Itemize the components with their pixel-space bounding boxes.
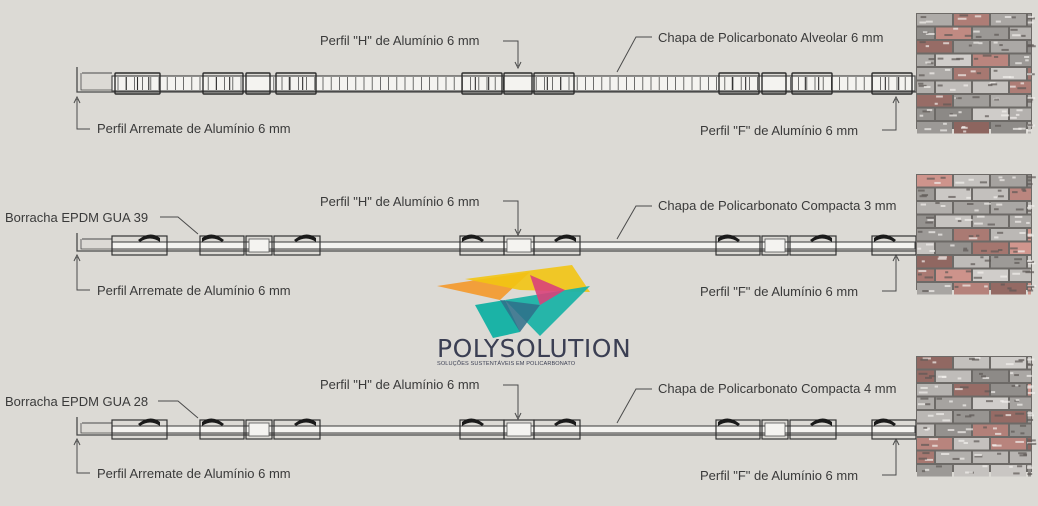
row2-section-profile-frame bbox=[715, 235, 761, 256]
row1-profile-box bbox=[761, 72, 787, 95]
leader-h bbox=[503, 40, 519, 66]
row3-section-gasket bbox=[294, 418, 316, 426]
row2-section-profile-frame bbox=[245, 235, 273, 256]
row3-section-profile-frame bbox=[273, 419, 321, 440]
row2-section-leader-gasket bbox=[160, 216, 199, 235]
row3-section-gasket bbox=[810, 418, 832, 426]
leader-sheet bbox=[616, 205, 652, 240]
row1-f-profile-label: Perfil "F" de Alumínio 6 mm bbox=[700, 123, 859, 138]
row3-section-profile-frame bbox=[111, 419, 168, 440]
row1-profile-box bbox=[503, 72, 533, 95]
row2-h-profile-label: Perfil "H" de Alumínio 6 mm bbox=[320, 194, 480, 209]
row1-profile-box bbox=[461, 72, 503, 95]
logo-tagline: SOLUÇÕES SUSTENTÁVEIS EM POLICARBONATO bbox=[437, 361, 576, 367]
row2-section-profile-frame bbox=[273, 235, 321, 256]
row2-section bbox=[73, 200, 918, 292]
leader-arremate bbox=[76, 441, 90, 474]
row3-section-profile-frame bbox=[715, 419, 761, 440]
row3-section-profile-frame bbox=[199, 419, 245, 440]
row3-section bbox=[73, 384, 918, 476]
row3-section-gasket bbox=[554, 418, 576, 426]
row3-section-gasket bbox=[138, 418, 160, 426]
row2-section-gasket bbox=[874, 234, 896, 242]
row3-sheet-label: Chapa de Policarbonato Compacta 4 mm bbox=[658, 381, 897, 396]
row1-h-profile-label: Perfil "H" de Alumínio 6 mm bbox=[320, 33, 480, 48]
row2-section-gasket bbox=[202, 234, 224, 242]
row2-section-profile-frame bbox=[111, 235, 168, 256]
leader-arremate bbox=[76, 99, 90, 130]
row3-section-gasket bbox=[718, 418, 740, 426]
row2-section-profile-frame bbox=[761, 235, 789, 256]
row1-profile-box bbox=[275, 72, 317, 95]
leader-sheet bbox=[616, 388, 652, 424]
leader-f bbox=[882, 441, 897, 476]
leader-h bbox=[503, 200, 519, 233]
leader-f bbox=[882, 99, 897, 131]
leader-arremate bbox=[76, 257, 90, 291]
row2-sheet-label: Chapa de Policarbonato Compacta 3 mm bbox=[658, 198, 897, 213]
polysolution-logo bbox=[437, 265, 590, 338]
leader-f bbox=[882, 257, 897, 292]
row1-arremate-label: Perfil Arremate de Alumínio 6 mm bbox=[97, 121, 291, 136]
row3-section-profile-frame bbox=[761, 419, 789, 440]
row1-brick-wall bbox=[916, 13, 1036, 134]
row1-profile-box bbox=[114, 72, 161, 95]
row3-h-profile-label: Perfil "H" de Alumínio 6 mm bbox=[320, 377, 480, 392]
row3-section-profile-frame bbox=[789, 419, 837, 440]
row2-section-gasket bbox=[810, 234, 832, 242]
row2-arremate-label: Perfil Arremate de Alumínio 6 mm bbox=[97, 283, 291, 298]
row2-brick-wall bbox=[916, 174, 1037, 295]
row1-section bbox=[73, 36, 918, 131]
leader-h bbox=[503, 384, 519, 417]
row3-section-gasket bbox=[462, 418, 484, 426]
row2-section-profile-frame bbox=[199, 235, 245, 256]
row3-f-profile-label: Perfil "F" de Alumínio 6 mm bbox=[700, 468, 859, 483]
row1-profile-box bbox=[202, 72, 244, 95]
row2-section-profile-frame bbox=[789, 235, 837, 256]
row3-brick-wall bbox=[916, 356, 1037, 477]
row2-section-gasket bbox=[462, 234, 484, 242]
row3-section-profile-frame bbox=[245, 419, 273, 440]
row2-section-gasket bbox=[294, 234, 316, 242]
leader-sheet bbox=[616, 36, 652, 73]
row3-gasket-label: Borracha EPDM GUA 28 bbox=[5, 394, 149, 409]
row1-profile-box bbox=[871, 72, 913, 95]
row2-section-gasket bbox=[718, 234, 740, 242]
row2-section-profile-frame bbox=[533, 235, 581, 256]
row3-arremate-label: Perfil Arremate de Alumínio 6 mm bbox=[97, 466, 291, 481]
row3-section-leader-gasket bbox=[158, 400, 199, 419]
row1-profile-box bbox=[791, 72, 833, 95]
row2-section-gasket bbox=[138, 234, 160, 242]
row3-section-gasket bbox=[874, 418, 896, 426]
row3-section-profile-frame bbox=[533, 419, 581, 440]
row2-f-profile-label: Perfil "F" de Alumínio 6 mm bbox=[700, 284, 859, 299]
row1-profile-box bbox=[718, 72, 760, 95]
logo-wordmark: POLYSOLUTION bbox=[437, 334, 632, 363]
row2-gasket-label: Borracha EPDM GUA 39 bbox=[5, 210, 149, 225]
row1-sheet-label: Chapa de Policarbonato Alveolar 6 mm bbox=[658, 30, 884, 45]
row1-profile-box bbox=[245, 72, 271, 95]
row2-section-gasket bbox=[554, 234, 576, 242]
row1-profile-box bbox=[533, 72, 575, 95]
row3-section-gasket bbox=[202, 418, 224, 426]
